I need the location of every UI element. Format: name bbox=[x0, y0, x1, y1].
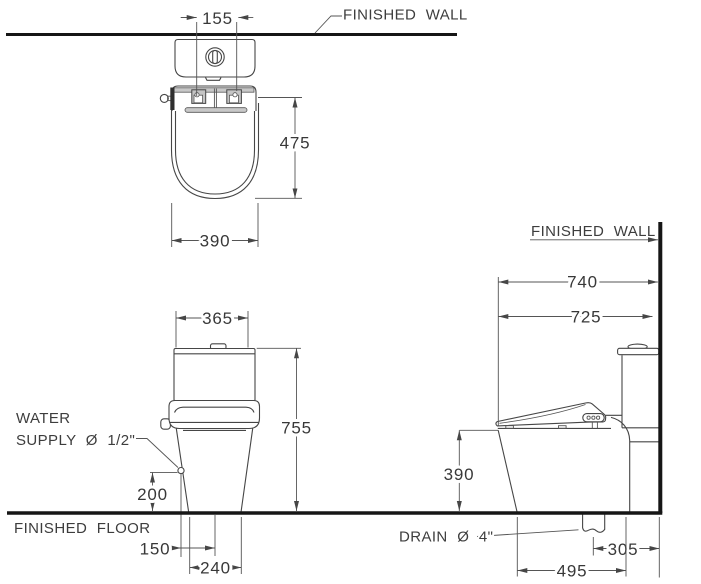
pedestal-front-edges bbox=[175, 428, 254, 514]
tank-lid-side bbox=[617, 347, 660, 356]
dim-390-top-text: 390 bbox=[200, 232, 231, 251]
dim-200-text: 200 bbox=[137, 485, 168, 504]
dim-depth-overall: 740 bbox=[497, 270, 658, 426]
dim-150-text: 150 bbox=[140, 540, 171, 559]
water-supply-label-2: SUPPLY Ø 1/2" bbox=[16, 432, 135, 449]
dim-305-text: 305 bbox=[608, 540, 639, 559]
dim-155-text: 155 bbox=[202, 9, 233, 28]
hinge-left-top bbox=[191, 89, 207, 104]
seat-lid-inner-curve bbox=[499, 404, 586, 424]
cistern-tab bbox=[205, 77, 222, 81]
dim-total-height: 755 bbox=[256, 347, 314, 511]
dim-365-text: 365 bbox=[202, 309, 233, 328]
dim-495-text: 495 bbox=[557, 562, 588, 581]
lid-outline-top bbox=[174, 108, 256, 195]
hinge-pin-bar bbox=[170, 87, 175, 110]
hinge-bar-side bbox=[582, 413, 605, 429]
body-back-profile bbox=[610, 416, 660, 513]
wall-leader-top bbox=[314, 15, 342, 34]
seat-bumper-front bbox=[505, 425, 514, 429]
tank-front bbox=[173, 347, 256, 402]
dim-740-text: 740 bbox=[567, 273, 598, 292]
dim-tank-width: 365 bbox=[175, 306, 249, 348]
dim-supply-height: 200 bbox=[134, 471, 178, 511]
drain-leader bbox=[476, 529, 579, 537]
seat-module-front bbox=[168, 399, 261, 430]
top-view: FINISHED WALL 155 475 390 bbox=[6, 5, 469, 254]
dim-drain-offset: 305 bbox=[592, 517, 660, 578]
finished-wall-label-side: FINISHED WALL bbox=[531, 223, 656, 240]
seat-bumper-rear bbox=[558, 425, 567, 429]
drain-pipe bbox=[582, 513, 606, 533]
dim-rim-height: 390 bbox=[441, 429, 499, 511]
seat-seam-upper bbox=[173, 406, 255, 413]
dim-755-text: 755 bbox=[281, 419, 312, 438]
dim-240-text: 240 bbox=[200, 559, 231, 578]
dim-base-depth: 495 bbox=[516, 517, 627, 584]
hinge-right-top bbox=[226, 89, 242, 104]
front-view: WATER SUPPLY Ø 1/2" 365 755 200 150 bbox=[12, 306, 314, 581]
finished-wall-label-top: FINISHED WALL bbox=[343, 7, 468, 24]
dim-supply-offset: 150 bbox=[137, 515, 216, 562]
finished-floor-label: FINISHED FLOOR bbox=[14, 520, 150, 537]
pedestal-front-side bbox=[497, 430, 518, 514]
dim-base-width: 240 bbox=[189, 517, 242, 581]
deck-center-seam bbox=[213, 88, 217, 109]
dim-seat-length: 475 bbox=[255, 97, 313, 199]
side-knob-top bbox=[159, 93, 169, 103]
water-supply-label-1: WATER bbox=[16, 410, 71, 427]
lid-back-band bbox=[184, 107, 248, 113]
tank-side-lines bbox=[605, 355, 660, 429]
water-supply-leader bbox=[117, 438, 179, 468]
dim-depth-ceramic: 725 bbox=[498, 305, 653, 330]
flush-button-slot bbox=[212, 49, 218, 65]
drain-label: DRAIN Ø 4" bbox=[399, 529, 493, 546]
dim-hinge-spacing: 155 bbox=[180, 6, 254, 96]
water-supply-valve bbox=[177, 466, 185, 475]
dim-bowl-width: 390 bbox=[171, 203, 259, 254]
dim-475-text: 475 bbox=[280, 134, 311, 153]
dim-725-text: 725 bbox=[571, 308, 602, 327]
dim-390-side-text: 390 bbox=[444, 465, 475, 484]
side-view: FINISHED WALL 740 725 390 DRAIN Ø 4" 305 bbox=[397, 221, 660, 584]
bowl-outline-top bbox=[170, 103, 260, 200]
